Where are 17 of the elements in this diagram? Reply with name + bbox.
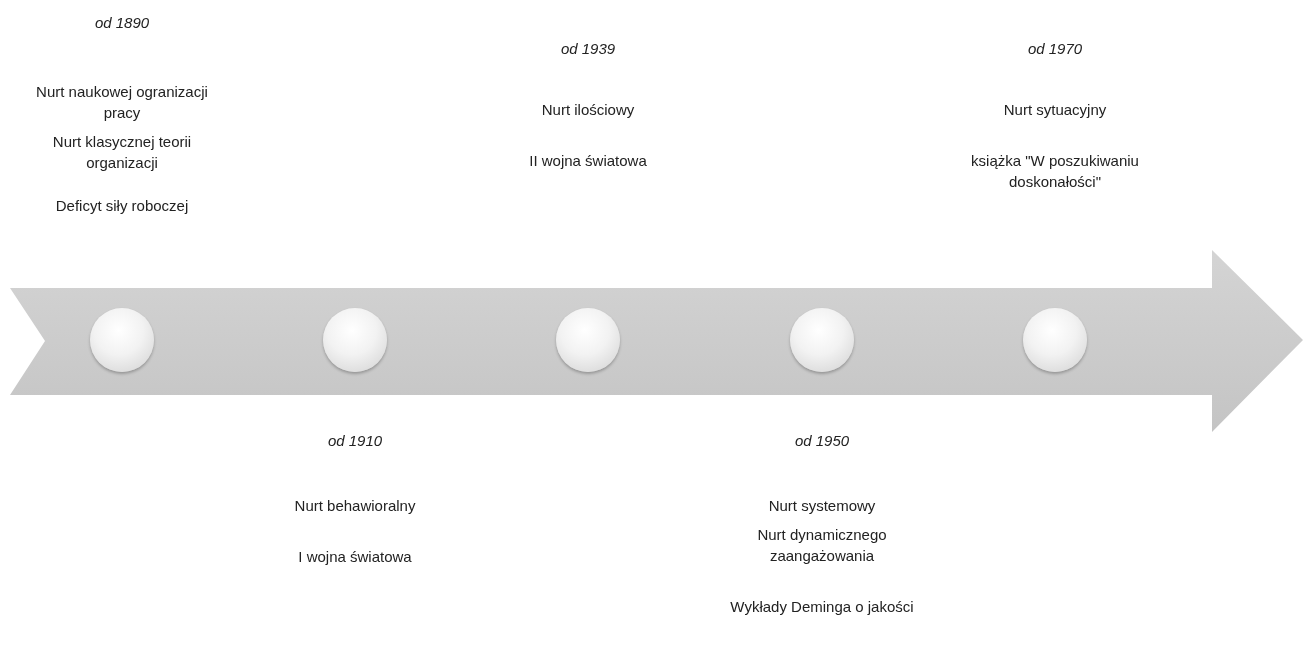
date-label: od 1890 bbox=[94, 13, 150, 33]
event-text: Wykłady Deminga o jakości bbox=[730, 597, 914, 617]
event-text: Nurt systemowy bbox=[768, 496, 876, 516]
event-text: Nurt sytuacyjny bbox=[1003, 100, 1107, 120]
event-text: Nurt naukowej ogranizacji pracy bbox=[35, 82, 209, 123]
date-label: od 1950 bbox=[794, 431, 850, 451]
date-label: od 1910 bbox=[327, 431, 383, 451]
event-text: Nurt behawioralny bbox=[294, 496, 416, 516]
date-label: od 1939 bbox=[560, 39, 616, 59]
event-text: I wojna światowa bbox=[298, 547, 412, 567]
event-text: Deficyt siły roboczej bbox=[55, 196, 189, 216]
event-text: Nurt dynamicznego zaangażowania bbox=[756, 525, 888, 566]
event-text: Nurt ilościowy bbox=[541, 100, 635, 120]
date-label: od 1970 bbox=[1027, 39, 1083, 59]
event-text: Nurt klasycznej teorii organizacji bbox=[51, 132, 193, 173]
event-text: II wojna światowa bbox=[529, 151, 647, 171]
event-text: książka "W poszukiwaniu doskonałości" bbox=[970, 151, 1140, 192]
